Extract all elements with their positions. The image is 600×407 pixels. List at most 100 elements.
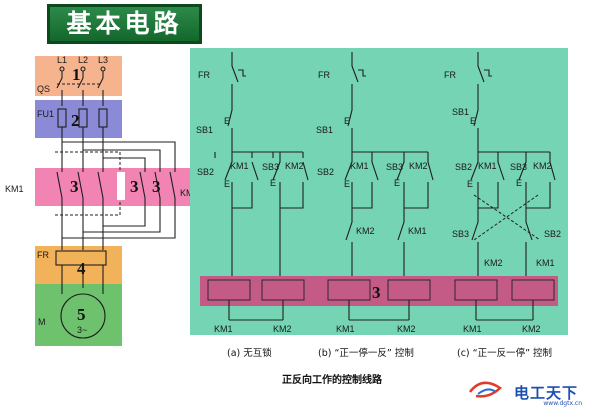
phase-l2-label: L2: [78, 55, 88, 65]
panel-a-coil1-label: KM1: [214, 324, 233, 334]
title-banner: 基本电路: [47, 4, 202, 44]
qs-switch: [56, 71, 104, 106]
panel-b-fr-label: FR: [318, 70, 330, 80]
panel-b-fr-symbol: [358, 69, 366, 77]
km2-contacts: [139, 171, 176, 199]
panel-b-interlocks: [345, 208, 405, 276]
panel-c-sb2-e: E: [467, 179, 473, 189]
panel-c-coil1: [454, 279, 498, 301]
power-circuit: L1 L2 L3 QS 1 FU1 2 KM1 KM2 3 3 3 FR 4 M: [5, 55, 199, 346]
panel-a: FR SB1 E SB2 E KM1 SB3 E KM2 KM1 KM2: [196, 52, 309, 334]
panel-a-sb3-e: E: [270, 178, 276, 188]
panel-a-coil2-label: KM2: [273, 324, 292, 334]
panel-c-interlock-km2: KM2: [484, 258, 503, 268]
panel-b-sb2-e: E: [344, 179, 350, 189]
panel-b-return: [348, 300, 410, 321]
panel-c-interlock-buttons: [471, 208, 533, 276]
power-wires-lower: [61, 198, 104, 250]
coil-marker: 3: [372, 283, 381, 302]
km2-label: KM2: [180, 188, 199, 198]
marker-3a: 3: [70, 177, 79, 196]
panel-a-fr-label: FR: [198, 70, 210, 80]
reverse-return-wires: [62, 198, 176, 239]
panel-c-fr-label: FR: [444, 70, 456, 80]
marker-1: 1: [72, 65, 81, 84]
panel-a-series: [227, 52, 239, 152]
panel-b-km2-label: KM2: [409, 161, 428, 171]
marker-4: 4: [77, 259, 86, 278]
panel-c-branches: [470, 151, 556, 209]
panel-c-fr-symbol: [484, 69, 492, 77]
panel-c-sb3-e: E: [516, 178, 522, 188]
panel-a-return: [228, 300, 284, 321]
panel-a-branches: [224, 152, 309, 209]
panel-c: FR SB1 E SB2 E KM1 SB3 E KM2 SB3 SB2 KM2…: [444, 52, 561, 334]
panel-c-sb3-label: SB3: [510, 162, 527, 172]
logo-url: www.dgtx.cn: [543, 400, 582, 407]
panel-a-coil1: [207, 279, 251, 301]
panel-c-coil2: [511, 279, 555, 301]
interlock-gap: [117, 172, 125, 200]
panel-c-series: [473, 52, 485, 152]
panel-b-interlock-km2: KM2: [356, 226, 375, 236]
phase-l3-label: L3: [98, 55, 108, 65]
panel-c-interlock-km1: KM1: [536, 258, 555, 268]
logo-swirl-icon: [469, 381, 502, 398]
panel-c-sb1-e: E: [470, 116, 476, 126]
coil-strip: [200, 276, 558, 306]
caption-c: (c) “正一反一停” 控制: [457, 347, 552, 359]
caption-b: (b) “正一停一反” 控制: [318, 347, 414, 359]
caption-a: (a) 无互锁: [227, 347, 272, 359]
motor-phase-label: 3~: [77, 325, 87, 335]
panel-c-sb2-label: SB2: [455, 162, 472, 172]
zone-3: [35, 168, 190, 206]
panel-c-coil2-label: KM2: [522, 324, 541, 334]
panel-b-sb3-e: E: [394, 178, 400, 188]
panel-b: FR SB1 E SB2 E KM1 SB3 E KM2 KM2 KM1 KM1…: [316, 52, 434, 334]
panel-b-sb2-label: SB2: [317, 167, 334, 177]
panel-a-fr-symbol: [238, 69, 246, 77]
panel-c-coil1-label: KM1: [463, 324, 482, 334]
panel-a-sb3-label: SB3: [262, 162, 279, 172]
motor-feed: [61, 265, 104, 294]
panel-b-sb1-label: SB1: [316, 125, 333, 135]
logo-text: 电工天下: [513, 384, 578, 402]
panel-a-sb2-e: E: [224, 179, 230, 189]
marker-2: 2: [71, 111, 80, 130]
marker-3c: 3: [152, 177, 161, 196]
panel-c-sb3b-label: SB3: [452, 229, 469, 239]
km1-label: KM1: [5, 184, 24, 194]
panel-b-km1-label: KM1: [350, 161, 369, 171]
zone-1: [35, 56, 122, 96]
panel-b-interlock-km1: KM1: [408, 226, 427, 236]
fr-label: FR: [37, 250, 49, 260]
panel-c-sb2b-label: SB2: [544, 229, 561, 239]
panel-c-sb1-label: SB1: [452, 107, 469, 117]
km1-contacts: [56, 171, 104, 199]
panel-a-coil2: [261, 279, 305, 301]
qs-label: QS: [37, 84, 50, 94]
marker-3b: 3: [130, 177, 139, 196]
main-caption: 正反向工作的控制线路: [282, 373, 383, 386]
marker-5: 5: [77, 305, 86, 324]
panel-b-branches: [344, 151, 434, 209]
panel-a-branch-top: [214, 151, 304, 158]
motor-circle: [60, 293, 106, 339]
reverse-feed-wires: [62, 141, 176, 172]
panel-c-return: [475, 300, 534, 321]
phase-l1-label: L1: [57, 55, 67, 65]
panel-b-coil1: [327, 279, 371, 301]
panel-b-sb1-e: E: [344, 116, 350, 126]
panel-a-km2-label: KM2: [285, 161, 304, 171]
panel-a-sb2-label: SB2: [197, 167, 214, 177]
panel-b-sb3-label: SB3: [386, 162, 403, 172]
fu1-label: FU1: [37, 109, 54, 119]
panel-b-series: [347, 52, 359, 152]
panel-a-km1-label: KM1: [230, 161, 249, 171]
motor-label: M: [38, 317, 46, 327]
fr-element: [55, 250, 107, 266]
panel-b-coil2: [387, 279, 431, 301]
panel-c-km1-label: KM1: [478, 161, 497, 171]
logo-swirl-accent-icon: [477, 388, 497, 395]
